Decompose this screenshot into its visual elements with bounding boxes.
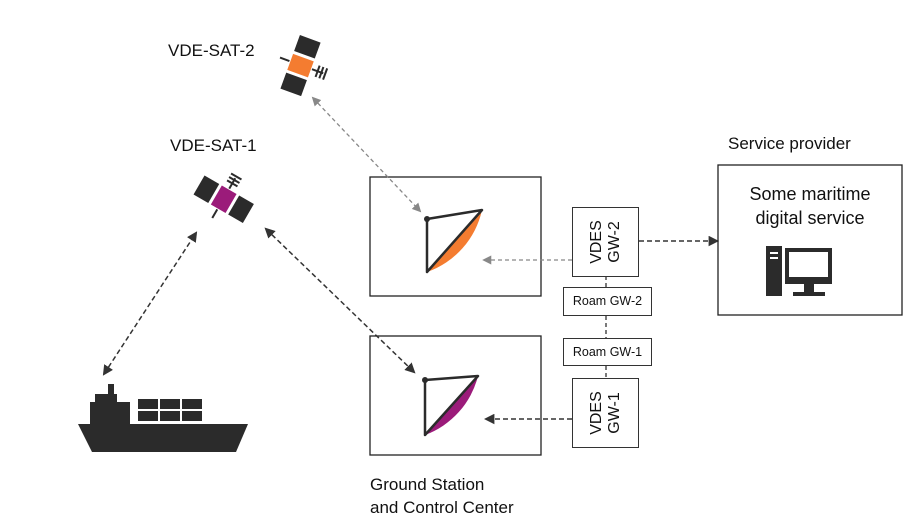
computer-icon (766, 246, 832, 296)
vdes-gw-2-label: VDES GW-2 (588, 220, 624, 264)
link-sat1-dish (264, 227, 416, 374)
satellite-1-icon (193, 172, 254, 224)
ground-station-label-line1: Ground Station (370, 475, 485, 494)
ground-station-box-bottom (369, 335, 542, 456)
ground-station-label-line2: and Control Center (370, 498, 514, 517)
link-ship-sat1 (102, 231, 198, 376)
link-sat2-dish (311, 96, 422, 213)
vdes-gw-2-line2: GW-2 (605, 221, 623, 263)
roam-gw-2-box: Roam GW-2 (563, 287, 652, 316)
roam-gw-1-box: Roam GW-1 (563, 338, 652, 366)
ship-icon (78, 384, 248, 452)
satellite-2-icon (279, 35, 329, 97)
dish-antenna-purple-icon (422, 374, 480, 437)
vdes-gw-1-line2: GW-1 (605, 392, 623, 434)
vdes-gw-1-box: VDES GW-1 (572, 378, 639, 448)
ground-station-box-top (369, 176, 542, 297)
vdes-gw-1-label: VDES GW-1 (588, 391, 624, 435)
satellite-2-label: VDE-SAT-2 (168, 41, 255, 60)
service-provider-box (717, 164, 903, 316)
service-line2: digital service (755, 208, 865, 228)
dish-antenna-orange-icon (424, 208, 484, 274)
service-line1: Some maritime (749, 184, 871, 204)
ground-station-label: Ground Station and Control Center (370, 473, 570, 519)
satellite-1-label: VDE-SAT-1 (170, 136, 257, 155)
service-provider-label: Service provider (728, 134, 851, 153)
vdes-gw-1-line1: VDES (587, 391, 605, 435)
vdes-gw-2-box: VDES GW-2 (572, 207, 639, 277)
service-box-text-area: Some maritime digital service (719, 166, 901, 246)
vdes-gw-2-line1: VDES (587, 220, 605, 264)
